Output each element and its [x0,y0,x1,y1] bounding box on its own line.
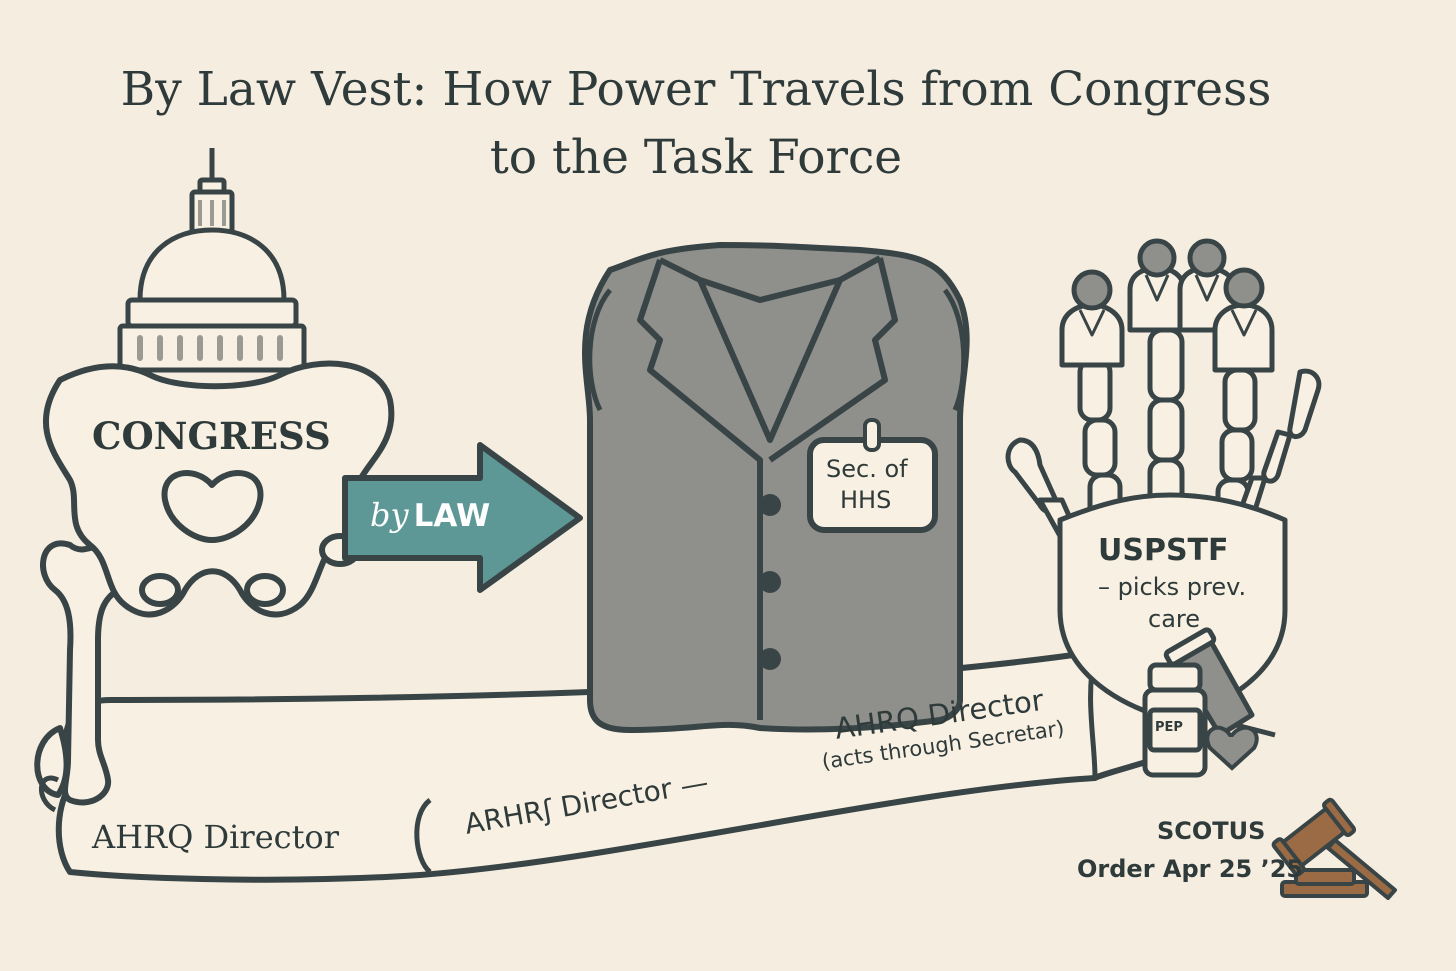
scotus-label: SCOTUS [1157,817,1266,845]
capitol-dome-icon [117,148,307,373]
gavel-icon [1271,797,1397,900]
arrow-label-prefix: by [370,496,409,534]
vest-button [759,571,781,593]
heart-icon [1205,725,1259,771]
law-arrow [342,442,583,593]
badge-line-2: HHS [840,486,892,514]
scotus-order-date: Order Apr 25 ’25 [1077,855,1304,883]
arrow-label-main: LAW [413,498,491,534]
vest-icon [582,242,970,733]
ribbon-fold-line [414,798,432,874]
title-line-1: By Law Vest: How Power Travels from Cong… [120,62,1272,117]
doctor-figure-icon [1059,269,1125,368]
congress-label: CONGRESS [92,414,331,458]
vest-button [759,648,781,670]
hand-skeleton-icon [1005,327,1322,723]
uspstf-line-1: – picks prev. [1098,573,1247,601]
name-badge-icon [807,418,938,533]
badge-line-1: Sec. of [826,455,908,483]
ribbon-scroll [38,775,60,813]
title-line-2: to the Task Force [489,130,903,185]
uspstf-label: USPSTF [1098,533,1229,568]
ribbon-left-label: AHRQ Director [92,818,339,856]
pill-bottle-icon [1142,662,1208,778]
uspstf-line-2: care [1148,605,1201,633]
doctor-figure-icon [1212,267,1275,373]
vest-button [759,494,781,516]
pelvis-icon [42,360,395,618]
arrow-label: by LAW [370,496,490,534]
pill-bottle-label: PEP [1155,720,1183,735]
